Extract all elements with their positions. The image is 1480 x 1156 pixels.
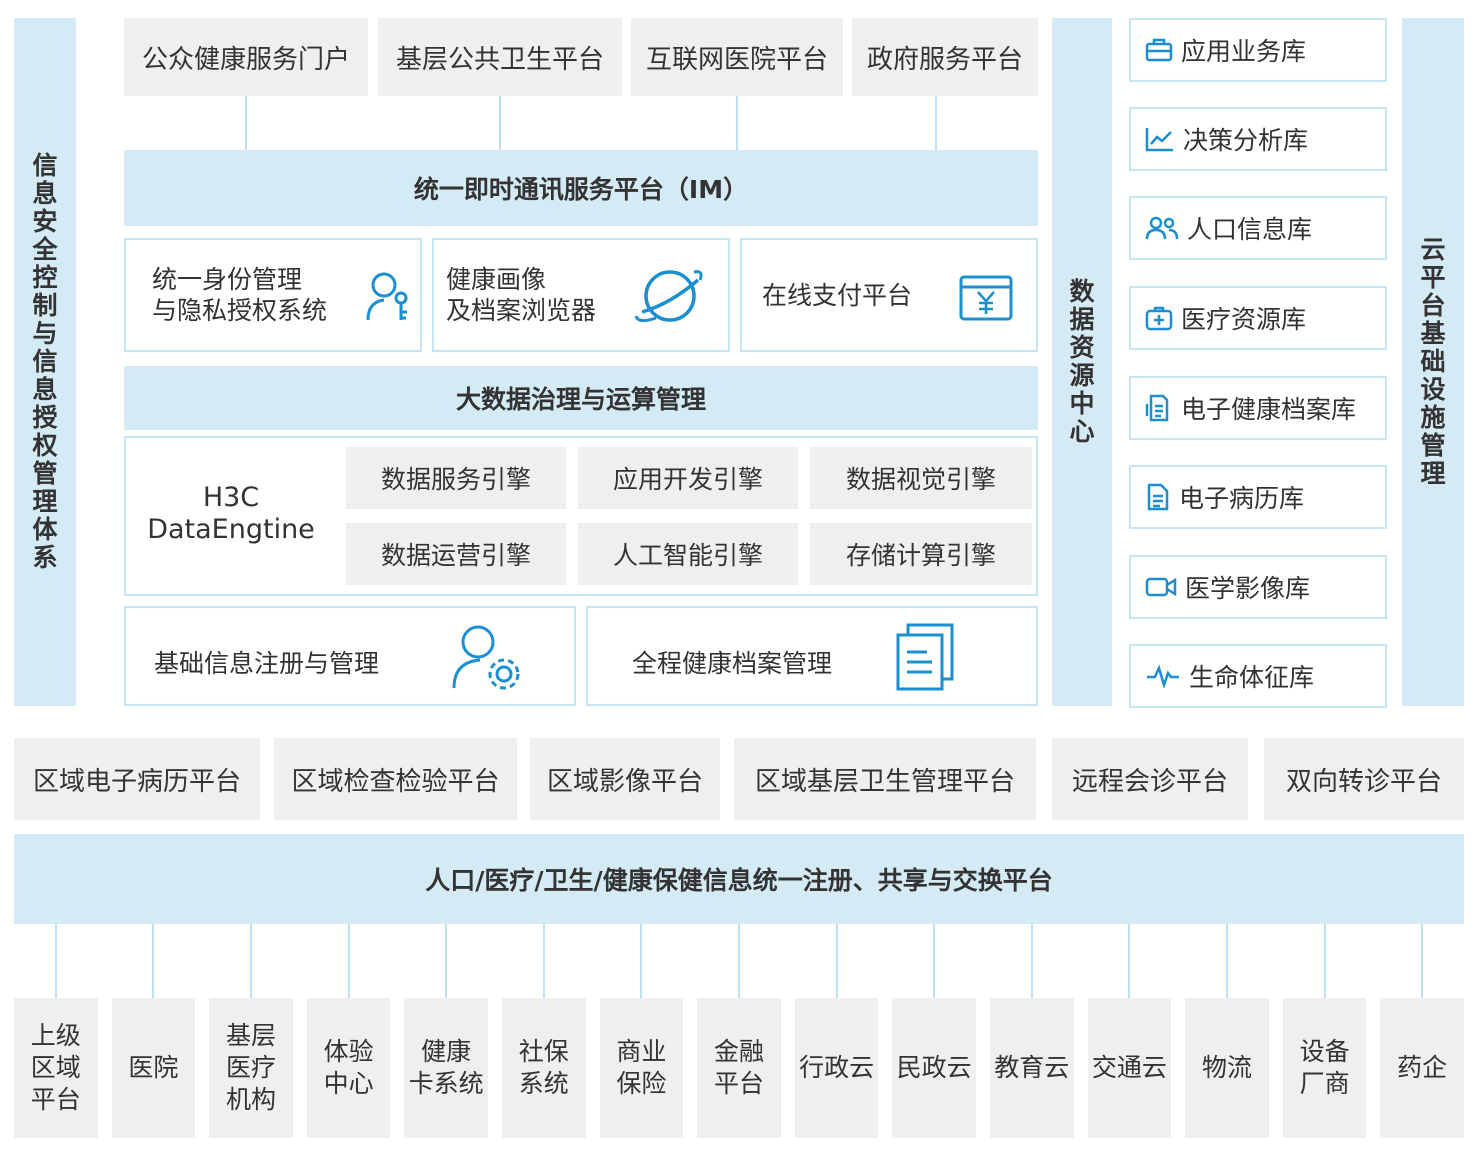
- basic-info-registry[interactable]: 基础信息注册与管理: [124, 606, 576, 706]
- regional-emr-platform[interactable]: 区域电子病历平台: [14, 738, 260, 820]
- connector: [640, 924, 643, 998]
- library-health-record[interactable]: 电子健康档案库: [1129, 376, 1387, 440]
- identity-system[interactable]: 统一身份管理 与隐私授权系统: [124, 238, 422, 352]
- connector: [542, 924, 545, 998]
- exchange-platform[interactable]: 人口/医疗/卫生/健康保健信息统一注册、共享与交换平台: [14, 834, 1464, 924]
- connector: [736, 96, 738, 150]
- regional-lab-platform[interactable]: 区域检查检验平台: [274, 738, 517, 820]
- library-label: 电子病历库: [1179, 484, 1305, 513]
- portal-public-health[interactable]: 公众健康服务门户: [124, 18, 368, 96]
- endpoint-box[interactable]: 民政云: [892, 998, 976, 1138]
- planet-icon: [634, 270, 703, 323]
- connector: [935, 96, 937, 150]
- referral-platform[interactable]: 双向转诊平台: [1264, 738, 1464, 820]
- video-camera-icon: [1145, 577, 1177, 597]
- health-profile-browser[interactable]: 健康画像 及档案浏览器: [432, 238, 730, 352]
- endpoint-box[interactable]: 教育云: [990, 998, 1074, 1138]
- user-gear-icon: [452, 625, 520, 690]
- big-data-governance[interactable]: 大数据治理与运算管理: [124, 366, 1038, 430]
- endpoint-box[interactable]: 物流: [1185, 998, 1269, 1138]
- portal-government[interactable]: 政府服务平台: [852, 18, 1038, 96]
- connector: [152, 924, 155, 998]
- endpoint-box[interactable]: 设备 厂商: [1282, 998, 1367, 1138]
- briefcase-icon: [1145, 38, 1173, 62]
- library-label: 人口信息库: [1187, 215, 1313, 244]
- user-key-icon: [366, 272, 408, 321]
- library-population[interactable]: 人口信息库: [1129, 196, 1387, 260]
- cloud-infrastructure-label: 云平台基础设施管理: [1420, 235, 1446, 488]
- remote-consultation-platform[interactable]: 远程会诊平台: [1052, 738, 1248, 820]
- endpoint-box[interactable]: 医院: [111, 998, 196, 1138]
- connector: [54, 924, 57, 998]
- engine-data-visual[interactable]: 数据视觉引擎: [810, 447, 1032, 509]
- regional-primary-care-platform[interactable]: 区域基层卫生管理平台: [734, 738, 1036, 820]
- library-label: 生命体征库: [1189, 663, 1315, 692]
- people-icon: [1145, 216, 1179, 240]
- engine-data-ops[interactable]: 数据运营引擎: [346, 523, 566, 585]
- data-resource-center-label: 数据资源中心: [1069, 277, 1095, 446]
- cloud-infrastructure: 云平台基础设施管理: [1402, 18, 1464, 706]
- online-payment-label: 在线支付平台: [762, 281, 913, 310]
- connector: [933, 924, 936, 998]
- connector: [1128, 924, 1131, 998]
- security-column: 信息安全控制与信息授权管理体系: [14, 18, 76, 706]
- health-record-management[interactable]: 全程健康档案管理: [586, 606, 1038, 706]
- heartbeat-icon: [1147, 664, 1179, 688]
- connector: [835, 924, 838, 998]
- connector: [445, 924, 448, 998]
- engine-ai[interactable]: 人工智能引擎: [578, 523, 798, 585]
- endpoint-box[interactable]: 金融 平台: [697, 998, 781, 1138]
- security-column-label: 信息安全控制与信息授权管理体系: [32, 151, 58, 572]
- online-payment-platform[interactable]: 在线支付平台: [740, 238, 1038, 352]
- connector: [1323, 924, 1326, 998]
- engine-storage-compute[interactable]: 存储计算引擎: [810, 523, 1032, 585]
- trend-chart-icon: [1145, 128, 1173, 152]
- portal-primary-care[interactable]: 基层公共卫生平台: [378, 18, 622, 96]
- connector: [1226, 924, 1228, 998]
- health-record-icon: [1145, 394, 1169, 422]
- library-vital-signs[interactable]: 生命体征库: [1129, 644, 1387, 708]
- data-resource-center: 数据资源中心: [1052, 18, 1112, 706]
- health-record-management-label: 全程健康档案管理: [632, 649, 833, 678]
- library-label: 医学影像库: [1185, 574, 1311, 603]
- library-medical-resource[interactable]: 医疗资源库: [1129, 286, 1387, 350]
- connector: [1421, 924, 1424, 998]
- connector: [738, 924, 740, 998]
- library-decision-analysis[interactable]: 决策分析库: [1129, 107, 1387, 171]
- endpoint-box[interactable]: 健康 卡系统: [404, 998, 488, 1138]
- basic-info-registry-label: 基础信息注册与管理: [154, 649, 380, 678]
- connector: [347, 924, 350, 998]
- portal-internet-hospital[interactable]: 互联网医院平台: [631, 18, 843, 96]
- connector: [1030, 924, 1033, 998]
- im-platform[interactable]: 统一即时通讯服务平台（IM）: [124, 150, 1038, 226]
- library-label: 电子健康档案库: [1181, 395, 1357, 424]
- endpoint-box[interactable]: 体验 中心: [306, 998, 391, 1138]
- library-medical-imaging[interactable]: 医学影像库: [1129, 555, 1387, 619]
- endpoint-box[interactable]: 上级 区域 平台: [14, 998, 98, 1138]
- document-icon: [1147, 483, 1169, 511]
- identity-system-label: 统一身份管理 与隐私授权系统: [152, 265, 328, 325]
- documents-icon: [896, 623, 954, 691]
- medical-kit-icon: [1145, 306, 1173, 331]
- endpoint-box[interactable]: 药企: [1380, 998, 1464, 1138]
- regional-imaging-platform[interactable]: 区域影像平台: [530, 738, 720, 820]
- endpoint-box[interactable]: 社保 系统: [502, 998, 586, 1138]
- health-profile-label: 健康画像 及档案浏览器: [446, 265, 597, 325]
- engine-data-service[interactable]: 数据服务引擎: [346, 447, 566, 509]
- engine-app-dev[interactable]: 应用开发引擎: [578, 447, 798, 509]
- endpoint-box[interactable]: 交通云: [1087, 998, 1172, 1138]
- library-label: 应用业务库: [1181, 37, 1307, 66]
- library-emr[interactable]: 电子病历库: [1129, 465, 1387, 529]
- library-app-business[interactable]: 应用业务库: [1129, 18, 1387, 82]
- engine-name: H3C DataEngtine: [147, 482, 315, 545]
- endpoint-box[interactable]: 行政云: [794, 998, 879, 1138]
- library-label: 决策分析库: [1183, 126, 1309, 155]
- endpoint-box[interactable]: 基层 医疗 机构: [209, 998, 293, 1138]
- library-label: 医疗资源库: [1181, 305, 1307, 334]
- yen-card-icon: [959, 275, 1013, 321]
- connector: [499, 96, 501, 150]
- endpoint-box[interactable]: 商业 保险: [599, 998, 684, 1138]
- connector: [250, 924, 252, 998]
- connector: [245, 96, 247, 150]
